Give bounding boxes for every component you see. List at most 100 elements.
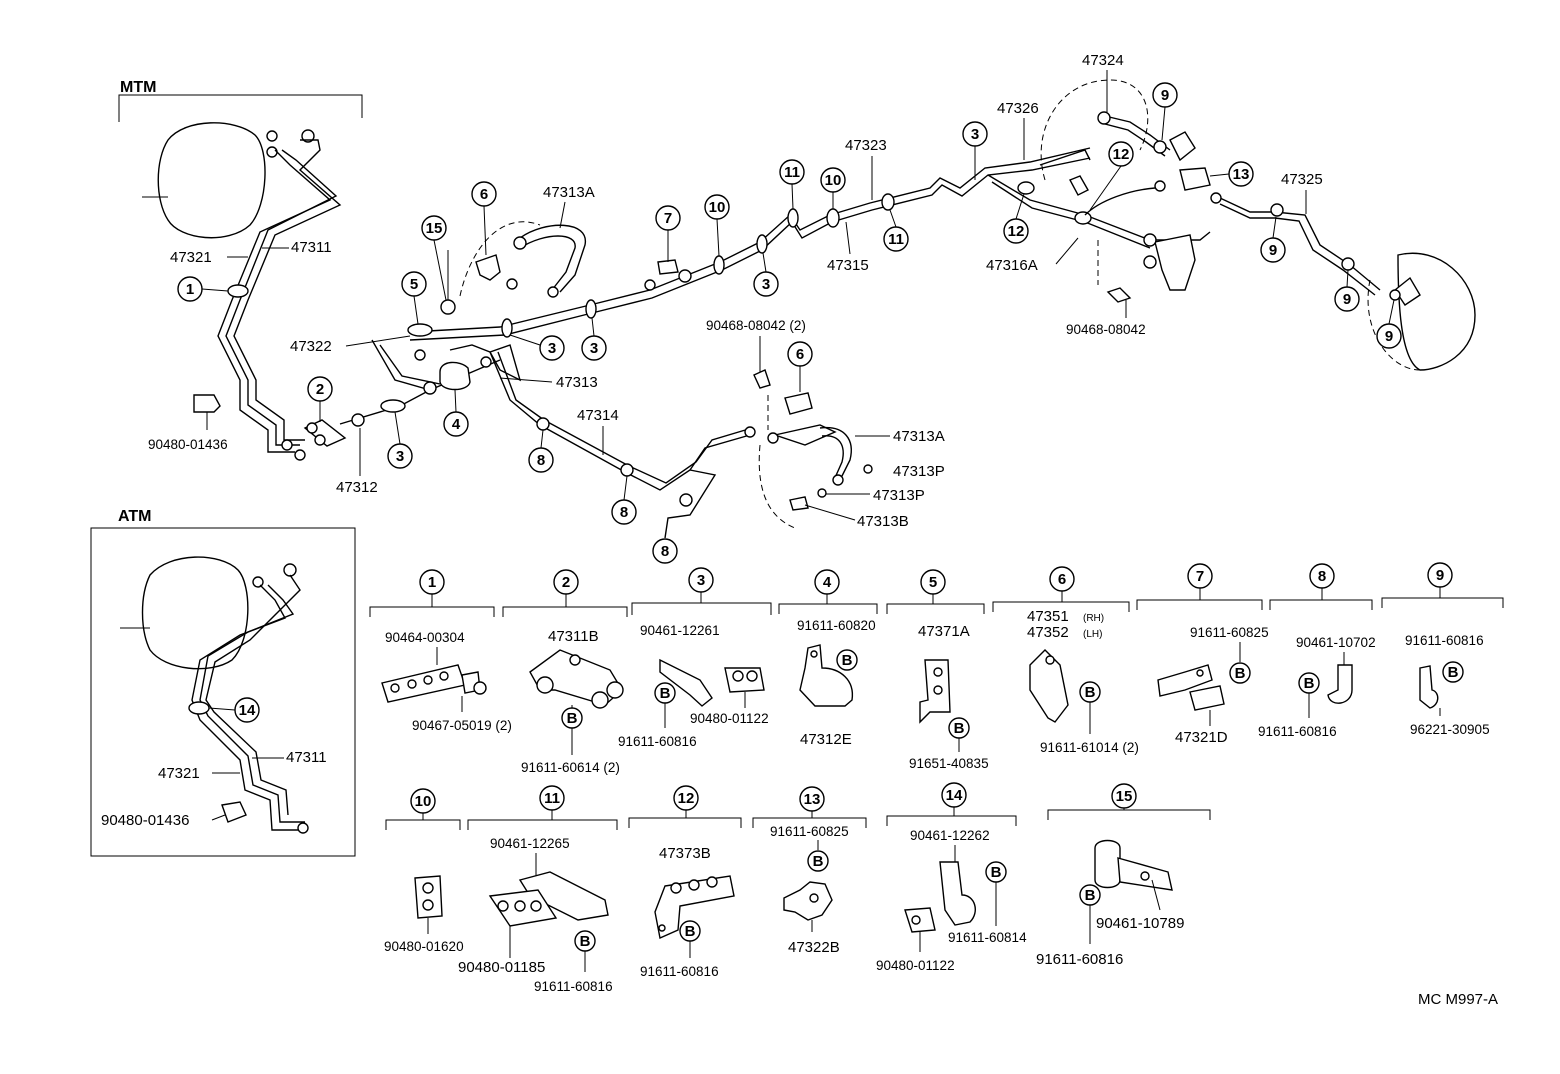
svg-text:90461-12265: 90461-12265 bbox=[490, 836, 570, 851]
svg-text:1: 1 bbox=[186, 281, 194, 298]
svg-text:90461-12262: 90461-12262 bbox=[910, 828, 990, 843]
svg-text:2: 2 bbox=[562, 574, 570, 591]
svg-text:B: B bbox=[660, 685, 671, 702]
callout-8b: 8 bbox=[611, 475, 637, 525]
svg-text:91611-60820: 91611-60820 bbox=[797, 618, 876, 633]
svg-text:15: 15 bbox=[426, 220, 443, 237]
svg-text:B: B bbox=[1235, 665, 1246, 682]
svg-text:90467-05019 (2): 90467-05019 (2) bbox=[412, 718, 512, 733]
callout-9b: 9 bbox=[1260, 216, 1286, 263]
callout-15: 15 bbox=[421, 215, 447, 301]
label-47313p-2: 47313P bbox=[873, 487, 925, 504]
main-callouts: 1 2 3 3 3 3 3 4 5 6 6 7 8 8 8 9 9 9 9 10… bbox=[177, 82, 1402, 564]
svg-text:8: 8 bbox=[620, 504, 628, 521]
svg-text:13: 13 bbox=[1233, 166, 1250, 183]
group-1: 1 90464-00304 90467-05019 (2) bbox=[369, 569, 512, 733]
svg-text:91611-60816: 91611-60816 bbox=[640, 964, 719, 979]
svg-text:5: 5 bbox=[929, 574, 937, 591]
label-47313p-1: 47313P bbox=[893, 463, 945, 480]
group-12: 12 47373B B 91611-60816 bbox=[628, 785, 742, 979]
svg-text:96221-30905: 96221-30905 bbox=[1410, 722, 1490, 737]
callout-6b: 6 bbox=[787, 341, 813, 392]
svg-text:11: 11 bbox=[544, 790, 560, 807]
group-11: 11 90461-12265 90480-01185 B 91611-60816 bbox=[458, 785, 618, 994]
group-7: 7 91611-60825 B 47321D bbox=[1136, 563, 1269, 746]
diagram-code: MC M997-A bbox=[1418, 991, 1498, 1008]
svg-text:B: B bbox=[991, 864, 1002, 881]
svg-text:91611-60825: 91611-60825 bbox=[770, 824, 849, 839]
svg-text:91611-60816: 91611-60816 bbox=[1405, 633, 1484, 648]
label-47315: 47315 bbox=[827, 257, 869, 274]
label-47311: 47311 bbox=[291, 239, 332, 256]
group-5: 5 47371A B 91651-40835 bbox=[886, 569, 989, 771]
group-9: 9 91611-60816 B 96221-30905 bbox=[1381, 562, 1504, 737]
svg-text:B: B bbox=[954, 720, 965, 737]
svg-text:10: 10 bbox=[415, 793, 432, 810]
label-47322: 47322 bbox=[290, 338, 332, 355]
svg-text:47312E: 47312E bbox=[800, 731, 852, 748]
svg-text:91611-60816: 91611-60816 bbox=[534, 979, 613, 994]
svg-text:47321D: 47321D bbox=[1175, 729, 1228, 746]
group-8: 8 90461-10702 B 91611-60816 bbox=[1258, 563, 1376, 739]
group-3: 3 90461-12261 B 91611-60816 90480-01122 bbox=[618, 567, 772, 749]
svg-text:5: 5 bbox=[410, 276, 418, 293]
svg-text:9: 9 bbox=[1385, 328, 1393, 345]
label-47313a-top: 47313A bbox=[543, 184, 595, 201]
svg-text:4: 4 bbox=[823, 574, 832, 591]
callout-12b: 12 bbox=[1089, 141, 1134, 211]
svg-text:B: B bbox=[1304, 675, 1315, 692]
label-47312: 47312 bbox=[336, 479, 378, 496]
svg-text:11: 11 bbox=[888, 231, 904, 248]
callout-5: 5 bbox=[401, 271, 427, 325]
svg-text:B: B bbox=[567, 710, 578, 727]
svg-text:47352: 47352 bbox=[1027, 624, 1069, 641]
label-47326: 47326 bbox=[997, 100, 1039, 117]
atm-label-47311: 47311 bbox=[286, 749, 327, 766]
label-47324: 47324 bbox=[1082, 52, 1124, 69]
svg-text:91611-60816: 91611-60816 bbox=[1036, 951, 1123, 968]
callout-14-atm: 14 bbox=[208, 697, 260, 723]
callout-11b: 11 bbox=[883, 209, 909, 252]
svg-text:6: 6 bbox=[480, 186, 488, 203]
callout-2: 2 bbox=[307, 376, 333, 422]
svg-text:B: B bbox=[813, 853, 824, 870]
callout-10: 10 bbox=[704, 194, 730, 257]
svg-text:90464-00304: 90464-00304 bbox=[385, 630, 465, 645]
group-2: 2 47311B B 91611-60614 (2) bbox=[502, 569, 628, 775]
svg-text:47322B: 47322B bbox=[788, 939, 840, 956]
svg-text:(LH): (LH) bbox=[1083, 629, 1102, 640]
group-4: 4 91611-60820 B 47312E bbox=[778, 569, 878, 748]
group-6: 6 47351 (RH) 47352 (LH) B 91611-61014 (2… bbox=[992, 566, 1139, 755]
svg-text:90480-01620: 90480-01620 bbox=[384, 939, 464, 954]
label-47323: 47323 bbox=[845, 137, 887, 154]
parts-detail: 1 90464-00304 90467-05019 (2) 2 47311B B… bbox=[369, 562, 1504, 994]
callout-1: 1 bbox=[177, 276, 229, 302]
callout-10b: 10 bbox=[820, 167, 846, 209]
svg-text:47371A: 47371A bbox=[918, 623, 970, 640]
svg-text:91651-40835: 91651-40835 bbox=[909, 756, 989, 771]
main-labels: 47322 47312 47313A 47313 47314 90468-080… bbox=[290, 52, 1323, 530]
label-47313b: 47313B bbox=[857, 513, 909, 530]
svg-text:12: 12 bbox=[678, 790, 695, 807]
svg-text:90480-01185: 90480-01185 bbox=[458, 959, 545, 976]
pipe-47321 bbox=[217, 149, 332, 453]
svg-text:47311B: 47311B bbox=[548, 628, 599, 645]
mtm-section: MTM 47321 47311 90480-01436 bbox=[118, 79, 363, 461]
svg-text:91611-60816: 91611-60816 bbox=[618, 734, 697, 749]
svg-text:10: 10 bbox=[709, 199, 726, 216]
callout-3b: 3 bbox=[509, 334, 565, 361]
svg-text:47373B: 47373B bbox=[659, 845, 711, 862]
atm-box bbox=[90, 527, 356, 857]
svg-text:91611-60816: 91611-60816 bbox=[1258, 724, 1337, 739]
svg-text:9: 9 bbox=[1269, 242, 1277, 259]
main-pipe-run bbox=[303, 79, 1476, 539]
label-47313a-right: 47313A bbox=[893, 428, 945, 445]
callout-9c: 9 bbox=[1334, 269, 1360, 312]
grommet-icon bbox=[193, 394, 221, 413]
svg-text:3: 3 bbox=[590, 340, 598, 357]
label-47325: 47325 bbox=[1281, 171, 1323, 188]
svg-text:8: 8 bbox=[537, 452, 545, 469]
group-10: 10 90480-01620 bbox=[384, 788, 464, 954]
svg-text:3: 3 bbox=[697, 572, 705, 589]
